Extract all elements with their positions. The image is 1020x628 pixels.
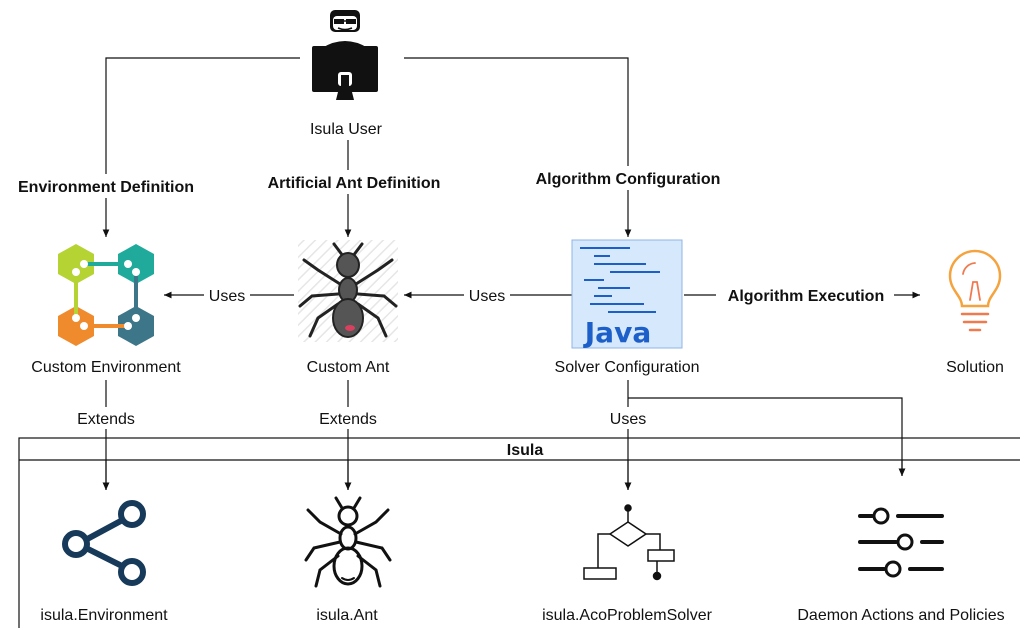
solution-node: Solution	[946, 249, 1004, 376]
lightbulb-icon	[948, 249, 1002, 332]
edge-user-to-environment	[102, 57, 300, 237]
flowchart-icon	[583, 504, 675, 581]
daemon-actions-node: Daemon Actions and Policies	[797, 507, 1005, 624]
isula-ant-label: isula.Ant	[316, 607, 378, 624]
daemon-actions-label: Daemon Actions and Policies	[797, 607, 1004, 624]
label-algorithm-configuration: Algorithm Configuration	[536, 171, 721, 188]
label-ant-extends: Extends	[319, 411, 377, 428]
edges	[102, 57, 920, 490]
custom-environment-label: Custom Environment	[31, 359, 181, 376]
isula-environment-label: isula.Environment	[40, 607, 168, 624]
solver-configuration-label: Solver Configuration	[555, 359, 700, 376]
user-at-computer-icon	[312, 10, 378, 100]
isula-solver-label: isula.AcoProblemSolver	[542, 607, 713, 624]
edge-labels: Environment Definition Artificial Ant De…	[6, 166, 894, 429]
share-icon	[62, 500, 146, 586]
label-ant-uses-environment: Uses	[209, 288, 245, 305]
edge-user-to-solver	[404, 57, 632, 237]
label-solver-uses-ant: Uses	[469, 288, 505, 305]
label-solver-uses-isula: Uses	[610, 411, 646, 428]
java-file-icon: Java	[571, 239, 683, 349]
custom-ant-node: Custom Ant	[298, 240, 398, 376]
custom-environment-node: Custom Environment	[31, 244, 181, 376]
solver-configuration-node: Java Solver Configuration	[555, 239, 700, 376]
ant-outline-icon	[304, 496, 392, 588]
sliders-icon	[858, 507, 944, 578]
user-label: Isula User	[310, 121, 383, 138]
isula-container-title: Isula	[507, 442, 544, 459]
java-logo-text: Java	[583, 316, 651, 349]
user-node: Isula User	[310, 10, 383, 138]
isula-container: Isula	[18, 437, 1020, 628]
isula-solver-node: isula.AcoProblemSolver	[542, 504, 713, 624]
label-environment-extends: Extends	[77, 411, 135, 428]
isula-environment-node: isula.Environment	[40, 500, 168, 624]
edge-solver-to-daemon	[628, 397, 906, 476]
ant-icon	[298, 240, 398, 342]
hexagon-network-icon	[58, 244, 154, 346]
label-ant-definition: Artificial Ant Definition	[268, 175, 441, 192]
label-algorithm-execution: Algorithm Execution	[728, 288, 884, 305]
label-environment-definition: Environment Definition	[18, 179, 194, 196]
solution-label: Solution	[946, 359, 1004, 376]
custom-ant-label: Custom Ant	[307, 359, 390, 376]
isula-ant-node: isula.Ant	[304, 496, 392, 624]
